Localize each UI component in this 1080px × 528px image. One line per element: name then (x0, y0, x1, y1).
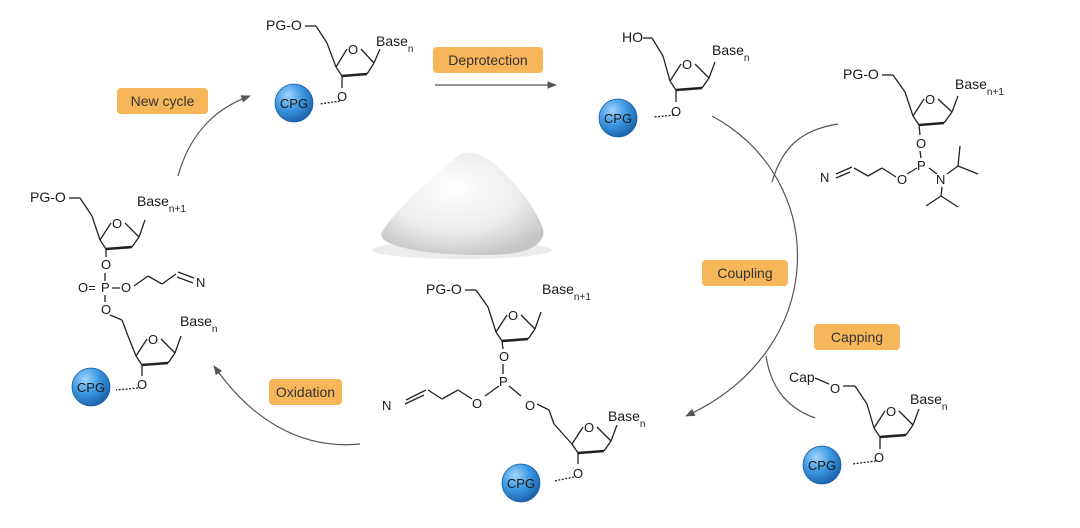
m2-deprotected-nucleoside: HO O O Basen CPG (598, 29, 749, 138)
m4-cpg-bead: CPG (802, 445, 842, 485)
m6-base-bottom-text: Base (180, 313, 212, 329)
m3-o3: O (916, 136, 926, 151)
coupling-label: Coupling (702, 260, 788, 286)
m1-pg-o-label: PG-O (266, 17, 302, 33)
m2-base-sub: n (744, 53, 750, 64)
m5-base-top-text: Base (542, 281, 574, 297)
m2-o3: O (671, 104, 681, 119)
m2-cpg-bead: CPG (598, 98, 638, 138)
oxidation-label: Oxidation (269, 379, 342, 405)
m3-pg-o-label: PG-O (843, 66, 879, 82)
new-cycle-arrow (177, 95, 251, 177)
m6-ring-o-bottom: O (148, 332, 158, 347)
m1-cpg-bead: CPG (274, 83, 314, 123)
m6-nitrile-n: N (196, 275, 205, 290)
m3-amine-n: N (936, 172, 945, 187)
capping-label: Capping (814, 324, 900, 350)
m4-cpg-label: CPG (808, 458, 836, 473)
m3-base-label: Basen+1 (955, 76, 1004, 98)
m6-oxo: O= (78, 280, 96, 295)
m6-base-top-text: Base (137, 193, 169, 209)
m6-o-ester: O (121, 280, 131, 295)
m1-base-label: Basen (376, 33, 413, 55)
m5-ring-o-bottom: O (584, 420, 594, 435)
m6-cpg-label: CPG (77, 380, 105, 395)
capping-branch-line (765, 355, 816, 419)
coupling-arrow (685, 115, 798, 417)
m6-pg-o-label: PG-O (30, 189, 66, 205)
m5-base-bottom-sub: n (640, 419, 646, 430)
m1-cpg-nucleoside: PG-O O O Basen CPG (266, 17, 413, 123)
m5-base-bottom-text: Base (608, 408, 640, 424)
m6-base-top-label: Basen+1 (137, 193, 186, 215)
m4-capped-nucleoside: Cap O O O Basen CPG (789, 369, 947, 485)
m2-base-text: Base (712, 42, 744, 58)
m3-base-text: Base (955, 76, 987, 92)
m1-base-sub: n (408, 44, 414, 55)
m3-phosphoramidite: PG-O O Basen+1 O P O N N (820, 66, 1004, 208)
m4-base-sub: n (942, 402, 948, 413)
oxidation-arrow (213, 365, 361, 446)
phosphoramidite-entry-line (771, 123, 839, 183)
m6-p: P (101, 280, 110, 295)
m5-nitrile-n: N (382, 398, 391, 413)
m5-base-top-label: Basen+1 (542, 281, 591, 303)
m6-base-bottom-label: Basen (180, 313, 217, 335)
m6-o3: O (101, 257, 111, 272)
m1-base-text: Base (376, 33, 408, 49)
m6-ring-o-top: O (112, 216, 122, 231)
m2-base-label: Basen (712, 42, 749, 64)
m3-p: P (917, 158, 926, 173)
powder-pile-image (372, 152, 552, 259)
m5-o3-bottom: O (573, 466, 583, 481)
m3-o-ester: O (897, 172, 907, 187)
m5-p: P (499, 374, 508, 389)
m5-o5-lower: O (525, 398, 535, 413)
m5-pg-o-label: PG-O (426, 281, 462, 297)
m6-cpg-bead: CPG (71, 367, 111, 407)
m1-o3: O (337, 89, 347, 104)
m3-base-sub: n+1 (987, 87, 1004, 98)
m3-ring-o: O (925, 92, 935, 107)
m2-cpg-label: CPG (604, 111, 632, 126)
m4-base-text: Base (910, 391, 942, 407)
m4-cap-label: Cap (789, 369, 815, 385)
m5-o-ester: O (472, 396, 482, 411)
m6-phosphate-triester: PG-O O Basen+1 O O= P O N O (30, 189, 217, 407)
deprotection-label: Deprotection (433, 47, 543, 73)
m5-phosphite-triester: PG-O O Basen+1 O P O N O (382, 281, 645, 503)
m4-ring-o: O (886, 404, 896, 419)
m6-o5-lower: O (101, 302, 111, 317)
m1-ring-o: O (348, 42, 358, 57)
m5-ring-o-top: O (508, 308, 518, 323)
m6-o3-bottom: O (137, 377, 147, 392)
m6-base-top-sub: n+1 (169, 204, 186, 215)
m1-cpg-label: CPG (280, 96, 308, 111)
m5-base-top-sub: n+1 (574, 292, 591, 303)
m2-ring-o: O (682, 57, 692, 72)
m3-nitrile-n: N (820, 170, 829, 185)
m5-o3: O (499, 349, 509, 364)
m5-cpg-label: CPG (507, 476, 535, 491)
m5-cpg-bead: CPG (501, 463, 541, 503)
m4-o5: O (830, 381, 840, 396)
m4-o3: O (874, 450, 884, 465)
new-cycle-label: New cycle (117, 88, 208, 114)
m2-ho-label: HO (622, 29, 643, 45)
m6-base-bottom-sub: n (212, 324, 218, 335)
m4-base-label: Basen (910, 391, 947, 413)
m5-base-bottom-label: Basen (608, 408, 645, 430)
